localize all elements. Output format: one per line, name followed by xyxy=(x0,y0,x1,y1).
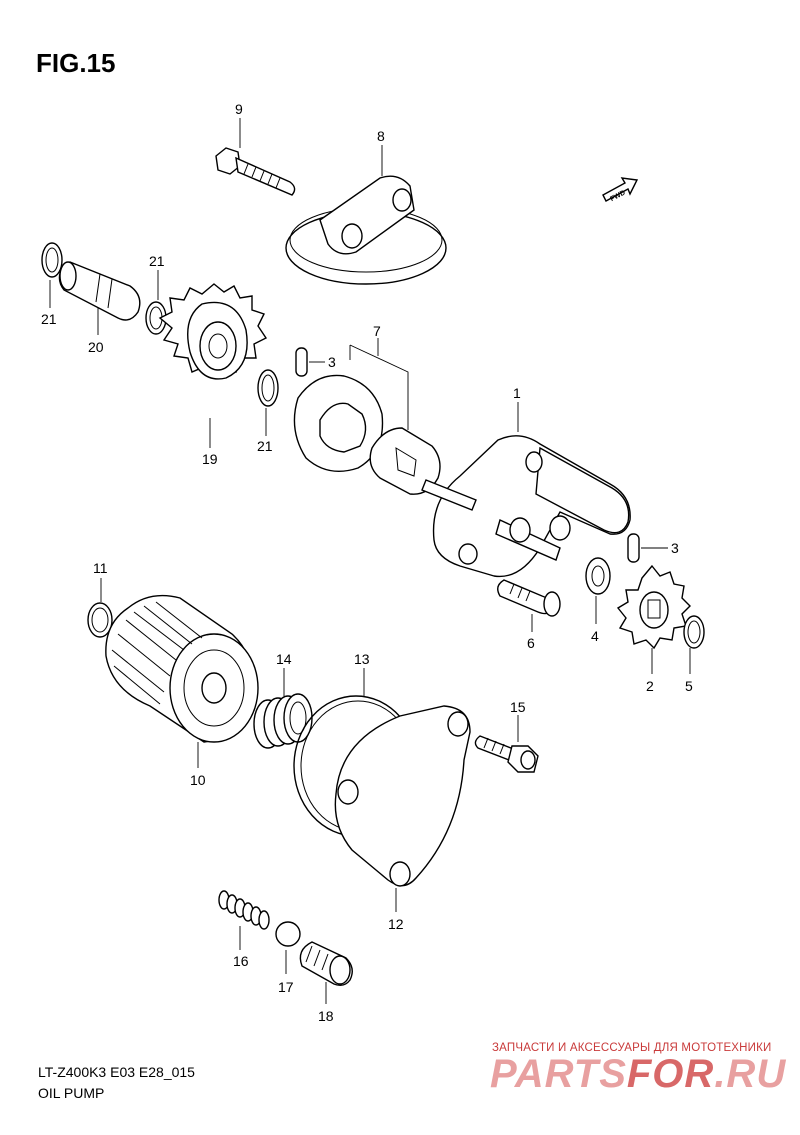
part-5-circlip xyxy=(683,615,705,649)
part-label-6: 6 xyxy=(527,635,535,651)
part-11-o-ring xyxy=(87,602,113,638)
part-label-18: 18 xyxy=(318,1008,334,1024)
part-16-spring xyxy=(218,890,270,930)
part-7-rotor-set xyxy=(293,374,441,495)
part-label-21-left: 21 xyxy=(41,311,57,327)
part-label-3-lower: 3 xyxy=(671,540,679,556)
part-6-screw xyxy=(497,579,561,617)
watermark-logo-tail: .RU xyxy=(714,1052,787,1096)
part-label-10: 10 xyxy=(190,772,206,788)
part-label-17: 17 xyxy=(278,979,294,995)
figure-title: FIG.15 xyxy=(36,48,116,78)
part-14-spring xyxy=(253,693,313,749)
watermark-logo-accent: FOR xyxy=(626,1052,715,1096)
part-label-5: 5 xyxy=(685,678,693,694)
figure-name: OIL PUMP xyxy=(38,1085,105,1101)
part-17-ball xyxy=(275,921,301,947)
part-label-20: 20 xyxy=(88,339,104,355)
part-2-gear xyxy=(616,564,691,650)
part-label-21-right: 21 xyxy=(257,438,273,454)
part-label-14: 14 xyxy=(276,651,292,667)
part-9-bolt xyxy=(215,147,296,196)
part-label-9: 9 xyxy=(235,101,243,117)
part-12-filter-cover xyxy=(334,705,471,887)
part-19-gear xyxy=(158,283,268,380)
part-4-washer xyxy=(585,557,611,595)
watermark-tagline: ЗАПЧАСТИ И АКСЕССУАРЫ ДЛЯ МОТОТЕХНИКИ xyxy=(492,1042,772,1054)
part-label-13: 13 xyxy=(354,651,370,667)
part-20-shaft xyxy=(58,261,141,321)
part-label-4: 4 xyxy=(591,628,599,644)
part-21-circlip-left xyxy=(41,242,63,278)
watermark-logo: PARTSFOR.RU xyxy=(490,1052,786,1097)
fwd-arrow-icon: FWD xyxy=(602,177,639,203)
part-label-7: 7 xyxy=(373,323,381,339)
part-label-12: 12 xyxy=(388,916,404,932)
part-3-pin-lower xyxy=(627,533,640,563)
part-18-plug xyxy=(299,941,353,987)
part-label-16: 16 xyxy=(233,953,249,969)
part-label-8: 8 xyxy=(377,128,385,144)
model-code: LT-Z400K3 E03 E28_015 xyxy=(38,1064,195,1080)
part-8-cap xyxy=(285,175,447,285)
part-label-21-top: 21 xyxy=(149,253,165,269)
part-label-2: 2 xyxy=(646,678,654,694)
part-label-19: 19 xyxy=(202,451,218,467)
watermark-logo-main: PARTS xyxy=(490,1052,627,1096)
part-label-3-upper: 3 xyxy=(328,354,336,370)
part-label-11: 11 xyxy=(93,560,108,576)
part-label-15: 15 xyxy=(510,699,526,715)
part-label-1: 1 xyxy=(513,385,521,401)
part-10-oil-filter xyxy=(105,594,259,743)
part-15-bolt xyxy=(474,735,539,773)
part-3-pin-upper xyxy=(295,347,308,377)
part-1-pump-body xyxy=(421,435,631,578)
part-21-circlip-right xyxy=(257,369,279,407)
